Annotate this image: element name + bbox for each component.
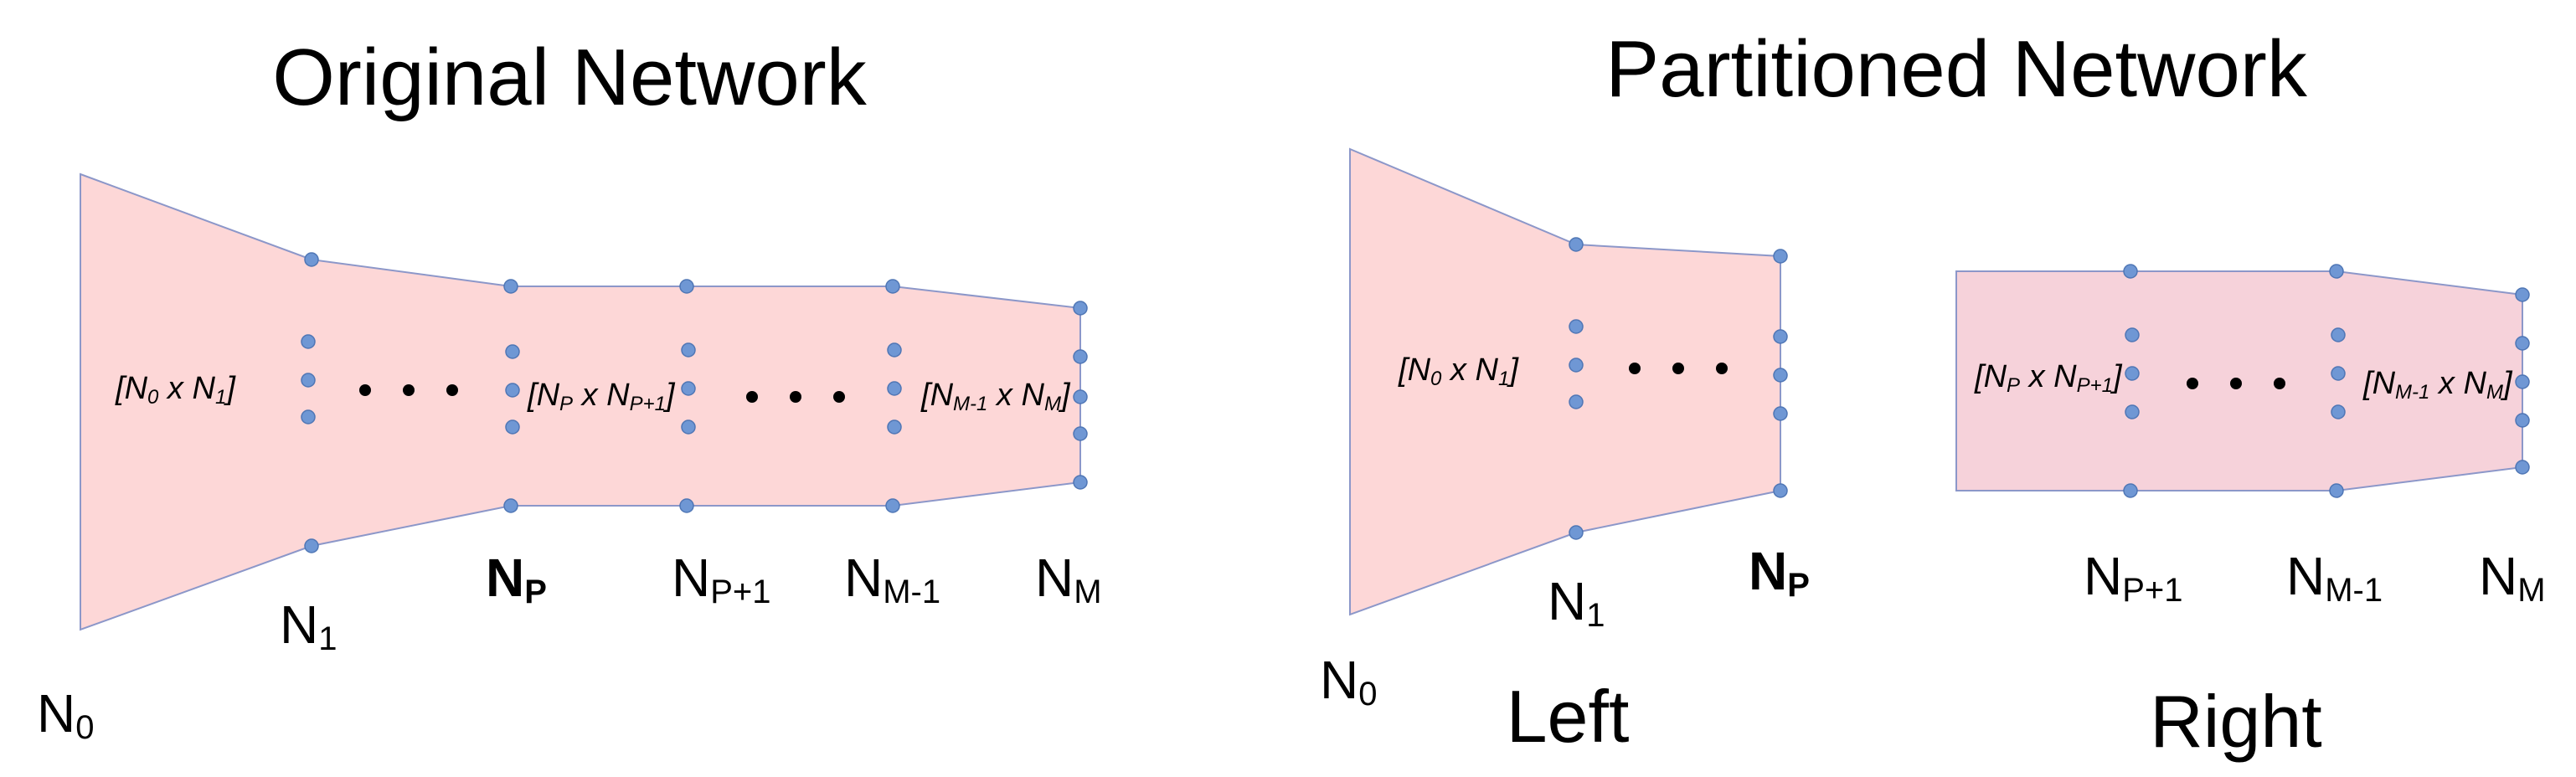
original-ellipsis-left <box>359 384 458 396</box>
left-layer-label-0: N0 <box>1320 650 1377 713</box>
original-network-nodes <box>301 252 1088 553</box>
node <box>1073 349 1088 364</box>
ellipsis-dot <box>2274 378 2285 389</box>
left-layer-label-1: N1 <box>1548 571 1605 634</box>
left-layer-label-p: NP <box>1749 541 1810 604</box>
original-matrix-last: [NM-1 x NM] <box>920 378 1071 415</box>
node <box>2331 404 2346 419</box>
right-caption: Right <box>2150 680 2321 763</box>
node <box>2123 264 2138 279</box>
ellipsis-dot <box>2230 378 2242 389</box>
original-layer-label-m: NM <box>1035 548 1102 610</box>
node <box>304 538 319 553</box>
node <box>681 381 696 396</box>
original-layer-label-p: NP <box>486 548 547 610</box>
node <box>2125 327 2140 342</box>
node <box>505 344 520 359</box>
original-layer-label-1: N1 <box>280 594 337 657</box>
node <box>679 498 694 513</box>
ellipsis-dot <box>2187 378 2198 389</box>
partitioned-network-title: Partitioned Network <box>1605 24 2308 114</box>
node <box>301 373 316 388</box>
node <box>2515 374 2530 389</box>
right-ellipsis <box>2187 378 2285 389</box>
node <box>1073 475 1088 490</box>
node <box>1569 394 1584 409</box>
node <box>503 279 518 294</box>
left-caption: Left <box>1507 675 1630 758</box>
node <box>887 381 902 396</box>
ellipsis-dot <box>833 391 845 403</box>
original-network-panel: Original Network <box>37 33 1102 746</box>
ellipsis-dot <box>1629 363 1641 374</box>
node <box>2515 460 2530 475</box>
partitioned-network-panel: Partitioned Network [N0 x N1] N0 N1 NP <box>1320 24 2546 763</box>
node <box>885 498 900 513</box>
node <box>1569 319 1584 334</box>
node <box>1773 406 1788 421</box>
original-network-title: Original Network <box>272 33 868 122</box>
node <box>2515 336 2530 351</box>
node <box>1073 389 1088 404</box>
ellipsis-dot <box>446 384 458 396</box>
node <box>2125 366 2140 381</box>
node <box>2331 366 2346 381</box>
node <box>304 252 319 267</box>
node <box>503 498 518 513</box>
original-layer-label-m-minus-1: NM-1 <box>844 548 940 610</box>
right-layer-label-m-minus-1: NM-1 <box>2286 546 2383 609</box>
node <box>679 279 694 294</box>
right-partition: [NP x NP+1] [NM-1 x NM] NP+1 NM-1 NM Rig… <box>1955 264 2546 763</box>
right-matrix-last: [NM-1 x NM] <box>2362 366 2513 404</box>
node <box>505 419 520 435</box>
node <box>681 419 696 435</box>
node <box>1773 368 1788 383</box>
node <box>1569 525 1584 540</box>
node <box>2125 404 2140 419</box>
node <box>2515 287 2530 302</box>
node <box>2123 483 2138 498</box>
node <box>2331 327 2346 342</box>
ellipsis-dot <box>359 384 371 396</box>
original-matrix-first: [N0 x N1] <box>115 371 236 409</box>
node <box>887 342 902 358</box>
node <box>2329 483 2344 498</box>
node <box>1073 426 1088 441</box>
node <box>2515 413 2530 428</box>
ellipsis-dot <box>790 391 801 403</box>
node <box>505 383 520 398</box>
node <box>1569 237 1584 252</box>
node <box>885 279 900 294</box>
ellipsis-dot <box>1716 363 1728 374</box>
original-ellipsis-right <box>746 391 845 403</box>
node <box>301 334 316 349</box>
node <box>1773 329 1788 344</box>
node <box>681 342 696 358</box>
ellipsis-dot <box>746 391 758 403</box>
node <box>887 419 902 435</box>
right-layer-label-m: NM <box>2479 546 2546 609</box>
ellipsis-dot <box>403 384 415 396</box>
left-partition: [N0 x N1] N0 N1 NP Left <box>1320 147 1810 758</box>
node <box>1073 301 1088 316</box>
original-layer-label-0: N0 <box>37 683 94 746</box>
node <box>2329 264 2344 279</box>
node <box>1569 358 1584 373</box>
node <box>301 409 316 425</box>
node <box>1773 483 1788 498</box>
right-layer-label-p-plus-1: NP+1 <box>2084 546 2183 609</box>
node <box>1773 249 1788 264</box>
ellipsis-dot <box>1672 363 1684 374</box>
left-ellipsis <box>1629 363 1728 374</box>
original-layer-label-p-plus-1: NP+1 <box>672 548 771 610</box>
